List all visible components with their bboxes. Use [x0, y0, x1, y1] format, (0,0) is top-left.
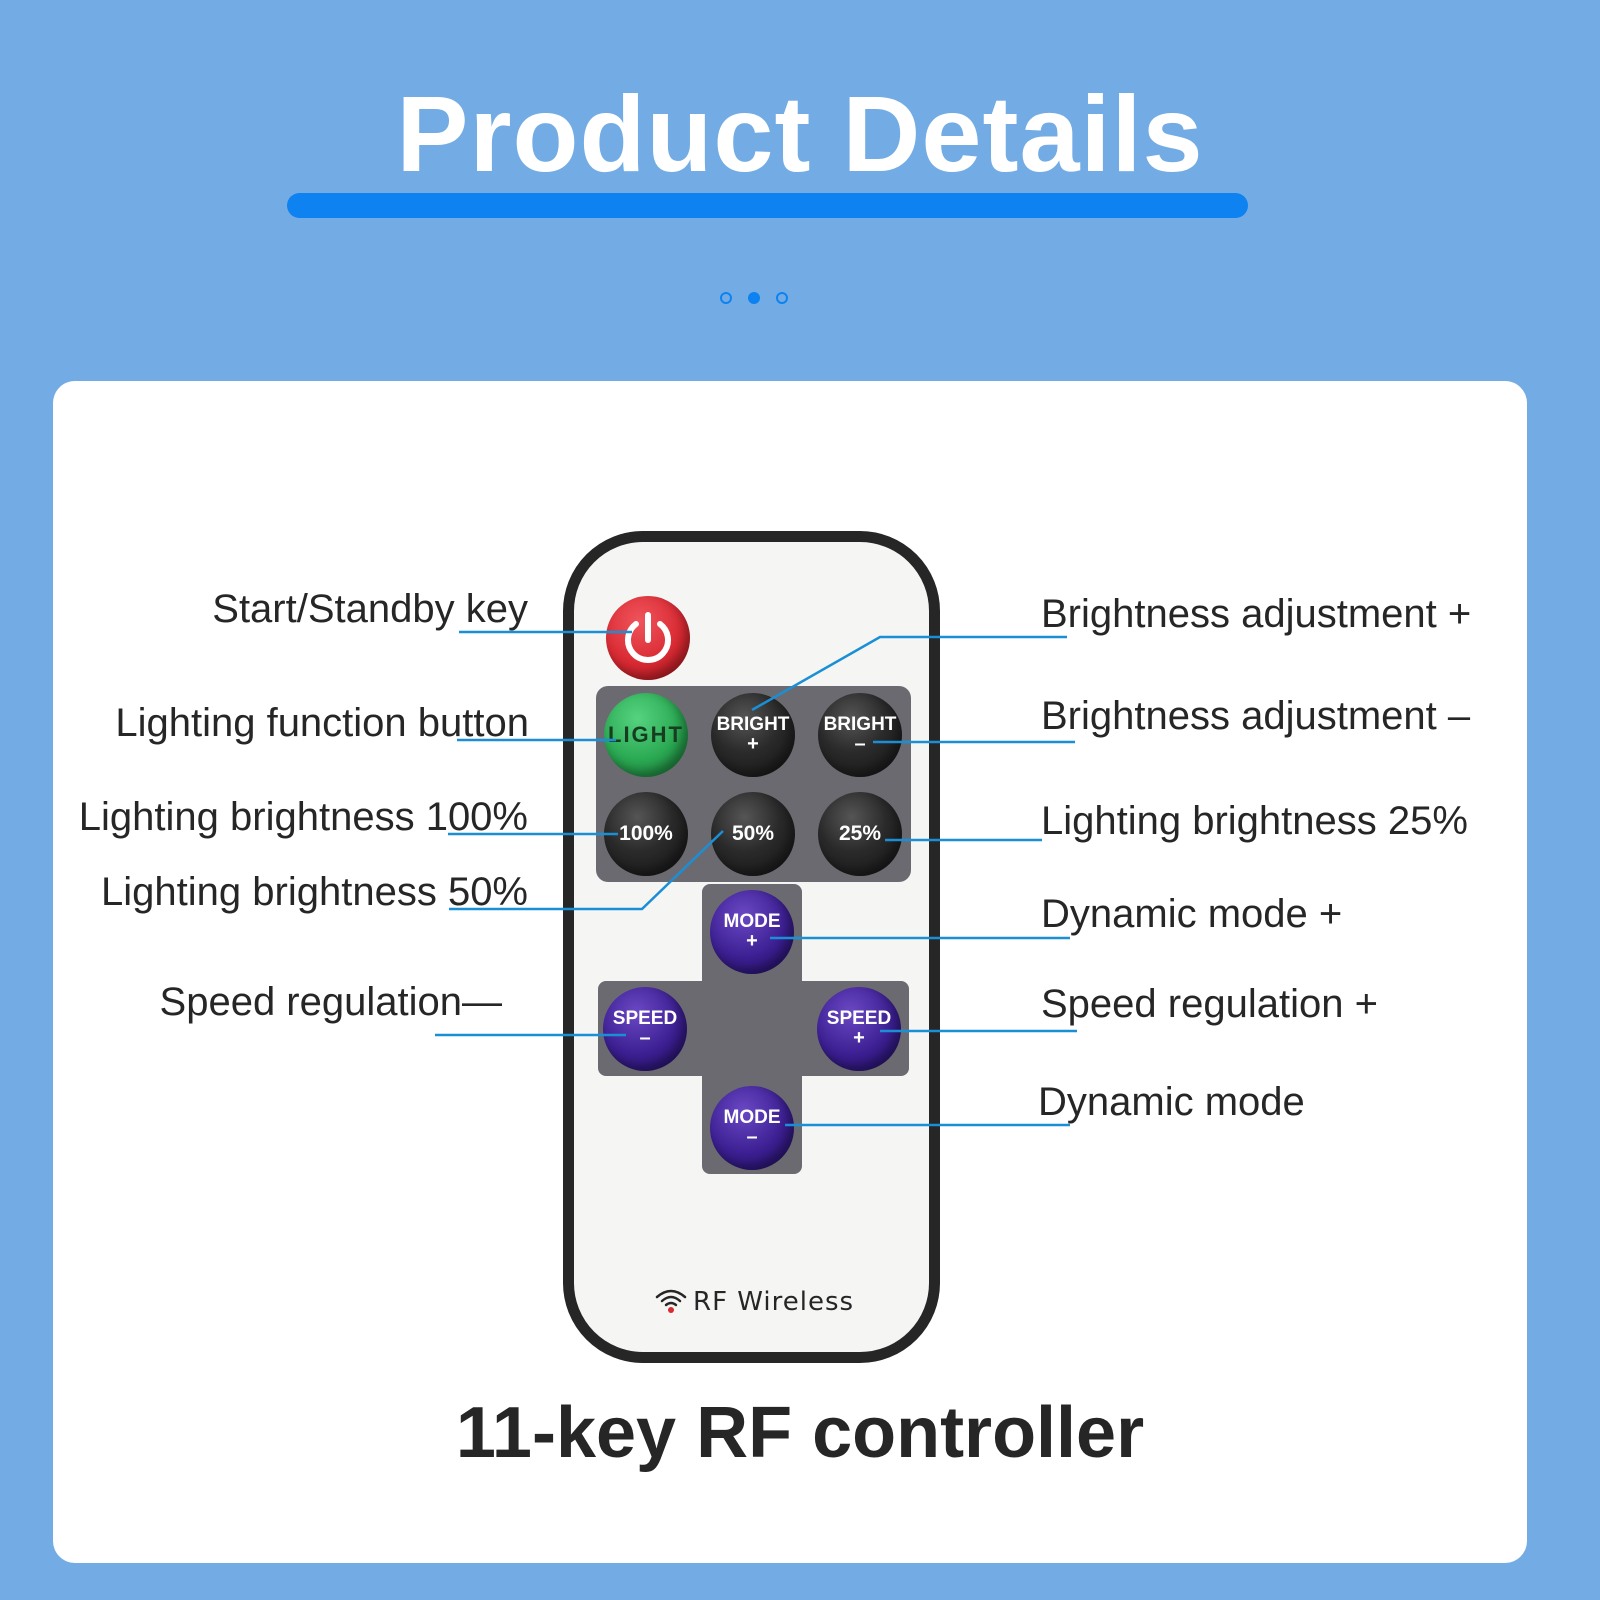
carousel-dots — [720, 292, 788, 304]
bright-minus-sign: – — [854, 733, 866, 756]
title-underline — [287, 193, 1248, 218]
callout-brightness-100: Lighting brightness 100% — [78, 795, 528, 839]
bright-plus-button[interactable]: BRIGHT + — [711, 693, 795, 777]
light-button-label: LIGHT — [608, 722, 684, 748]
brightness-100-button[interactable]: 100% — [604, 792, 688, 876]
carousel-dot-1[interactable] — [720, 292, 732, 304]
callout-brightness-50: Lighting brightness 50% — [101, 870, 528, 914]
bright-plus-sign: + — [747, 733, 759, 756]
speed-minus-sign: – — [639, 1027, 651, 1050]
speed-plus-label: SPEED — [826, 1007, 892, 1029]
bright-plus-label: BRIGHT — [716, 713, 790, 735]
brightness-50-label: 50% — [731, 821, 775, 845]
carousel-dot-3[interactable] — [776, 292, 788, 304]
callout-bright-minus: Brightness adjustment – — [1041, 694, 1471, 738]
light-button[interactable]: LIGHT — [604, 693, 688, 777]
brightness-25-label: 25% — [838, 821, 882, 845]
speed-plus-button[interactable]: SPEED + — [817, 987, 901, 1071]
callout-start-standby: Start/Standby key — [212, 587, 528, 631]
callout-mode-minus: Dynamic mode — [1038, 1080, 1305, 1124]
speed-minus-label: SPEED — [612, 1007, 678, 1029]
callout-lighting-function: Lighting function button — [115, 701, 529, 745]
speed-minus-button[interactable]: SPEED – — [603, 987, 687, 1071]
wireless-icon — [655, 1289, 687, 1313]
callout-mode-plus: Dynamic mode + — [1041, 892, 1343, 936]
brightness-50-button[interactable]: 50% — [711, 792, 795, 876]
callout-speed-plus: Speed regulation + — [1041, 982, 1378, 1026]
mode-plus-button[interactable]: MODE + — [710, 890, 794, 974]
callout-bright-plus: Brightness adjustment + — [1041, 592, 1472, 636]
mode-minus-sign: – — [746, 1126, 758, 1149]
callout-brightness-25: Lighting brightness 25% — [1041, 799, 1468, 843]
rf-wireless-label: RF Wireless — [693, 1287, 855, 1317]
callout-speed-minus: Speed regulation— — [159, 980, 502, 1024]
power-icon — [625, 612, 671, 663]
speed-plus-sign: + — [853, 1027, 865, 1050]
brightness-25-button[interactable]: 25% — [818, 792, 902, 876]
bright-minus-label: BRIGHT — [823, 713, 897, 735]
product-caption: 11-key RF controller — [455, 1393, 1145, 1473]
mode-plus-sign: + — [746, 930, 758, 953]
page-title: Product Details — [396, 73, 1204, 194]
mode-minus-button[interactable]: MODE – — [710, 1086, 794, 1170]
mode-plus-label: MODE — [723, 910, 781, 932]
power-button[interactable] — [606, 596, 690, 680]
brightness-100-label: 100% — [619, 821, 673, 845]
mode-minus-label: MODE — [723, 1106, 781, 1128]
bright-minus-button[interactable]: BRIGHT – — [818, 693, 902, 777]
carousel-dot-2[interactable] — [748, 292, 760, 304]
